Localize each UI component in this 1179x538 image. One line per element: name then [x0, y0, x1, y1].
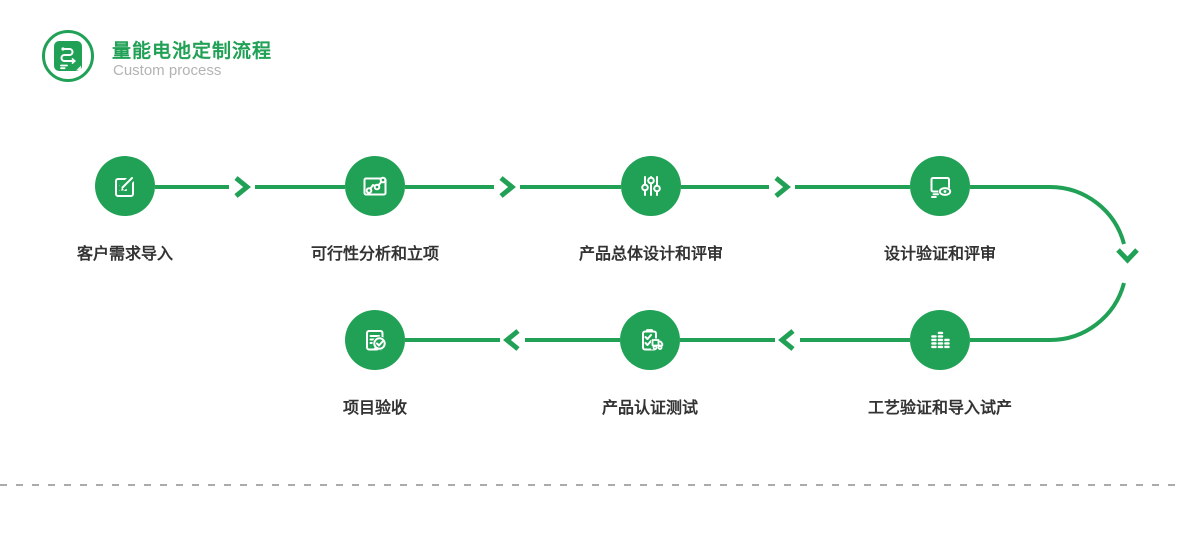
arrow-right-icon	[234, 176, 251, 198]
clipboard-truck-icon	[642, 329, 664, 351]
line-chart-icon	[363, 176, 387, 196]
step-circle-1	[95, 156, 155, 216]
monitor-eye-icon	[930, 177, 952, 198]
page-subtitle: Custom process	[113, 62, 222, 79]
equalizer-bars-icon	[931, 331, 950, 349]
step-label-5: 工艺验证和导入试产	[867, 400, 1012, 417]
arrow-right-icon	[499, 176, 516, 198]
step-label-2: 可行性分析和立项	[310, 246, 439, 263]
step-circle-7	[345, 310, 405, 370]
step-label-6: 产品认证测试	[601, 400, 698, 417]
page-title: 量能电池定制流程	[112, 41, 273, 62]
step-circle-4	[910, 156, 970, 216]
step-circle-2	[345, 156, 405, 216]
arrow-left-icon	[778, 329, 795, 351]
step-circle-5	[910, 310, 970, 370]
step-label-1: 客户需求导入	[76, 246, 173, 263]
arrow-left-icon	[503, 329, 520, 351]
document-check-icon	[366, 330, 387, 351]
arrow-down-icon	[1116, 248, 1139, 264]
dashed-divider	[0, 484, 1179, 486]
edit-document-icon	[115, 173, 137, 197]
step-circle-3	[621, 156, 681, 216]
vertical-sliders-icon	[641, 176, 661, 196]
logo-badge	[42, 30, 94, 82]
step-label-4: 设计验证和评审	[883, 246, 996, 263]
step-circle-6	[620, 310, 680, 370]
arrow-right-icon	[774, 176, 791, 198]
step-label-7: 项目验收	[342, 400, 407, 417]
step-label-3: 产品总体设计和评审	[578, 246, 723, 263]
workflow-document-icon	[54, 41, 82, 71]
